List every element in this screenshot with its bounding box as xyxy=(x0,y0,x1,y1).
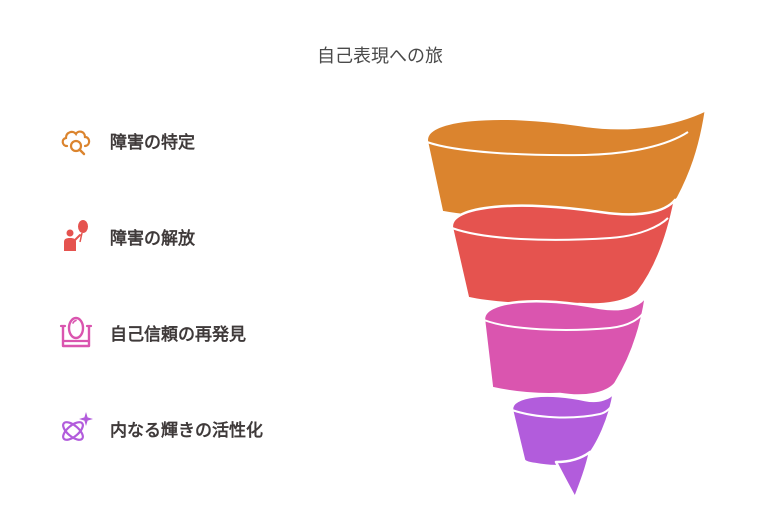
step-identify-obstacles: 障害の特定 xyxy=(58,120,195,160)
funnel-segment-4 xyxy=(510,390,616,468)
step-label: 障害の特定 xyxy=(110,132,195,153)
step-rediscover-self-trust: 自己信頼の再発見 xyxy=(58,312,246,352)
funnel-tip xyxy=(554,450,592,500)
funnel-segment-1 xyxy=(425,108,708,220)
funnel-segment-2 xyxy=(450,198,677,306)
funnel-segment-3 xyxy=(482,294,648,397)
step-release-obstacles: 障害の解放 xyxy=(58,216,195,256)
step-label: 障害の解放 xyxy=(110,228,195,249)
step-label: 内なる輝きの活性化 xyxy=(110,420,263,441)
step-label: 自己信頼の再発見 xyxy=(110,324,246,345)
person-balloon-icon xyxy=(64,220,88,251)
mirror-icon xyxy=(59,316,93,348)
step-activate-inner-radiance: 内なる輝きの活性化 xyxy=(58,408,263,448)
cloud-search-icon xyxy=(61,130,91,156)
sparkle-orbit-icon xyxy=(62,412,93,441)
diagram-title: 自己表現への旅 xyxy=(317,46,443,67)
